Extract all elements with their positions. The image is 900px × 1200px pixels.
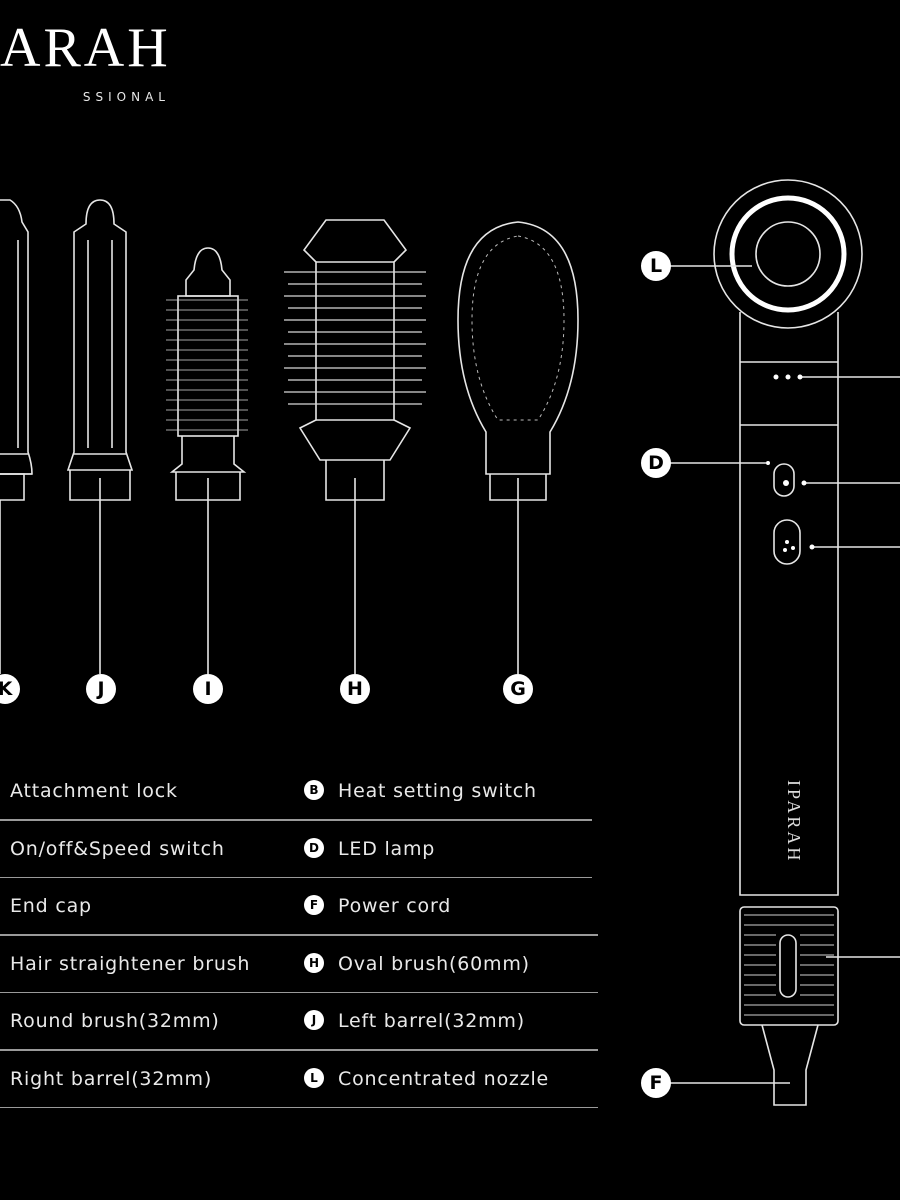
callout-k: K xyxy=(0,674,20,704)
legend-label-f: Power cord xyxy=(338,895,452,917)
legend-badge-f: F xyxy=(304,895,324,915)
legend-badge-h: H xyxy=(304,952,324,973)
dryer-intake-mesh xyxy=(744,914,834,1016)
callout-j: J xyxy=(86,674,116,704)
straightener-brush-attachment xyxy=(457,221,579,501)
legend-label-g: Hair straightener brush xyxy=(10,952,251,975)
legend-label-i: Round brush(32mm) xyxy=(10,1010,220,1032)
legend-label-a: Attachment lock xyxy=(10,780,178,802)
legend-label-c: On/off&Speed switch xyxy=(10,837,225,860)
legend-label-h: Oval brush(60mm) xyxy=(338,952,530,975)
legend-badge-j: J xyxy=(304,1010,324,1030)
callout-h: H xyxy=(340,674,370,704)
legend-label-e: End cap xyxy=(10,895,92,917)
callout-i: I xyxy=(193,674,223,704)
legend-label-b: Heat setting switch xyxy=(338,780,537,802)
legend-row-divider xyxy=(0,819,592,821)
legend-label-j: Left barrel(32mm) xyxy=(338,1010,525,1032)
legend-badge-l: L xyxy=(304,1067,324,1088)
legend-badge-d: D xyxy=(304,837,324,858)
callout-d: D xyxy=(641,448,671,478)
oval-brush-attachment xyxy=(298,219,412,501)
oval-brush-bristles xyxy=(284,271,426,405)
brand-subtitle: SSIONAL xyxy=(82,90,170,104)
legend-row-divider xyxy=(0,1049,598,1051)
handle-logo: IPARAH xyxy=(784,780,804,864)
legend-row-divider xyxy=(0,876,592,878)
legend-badge-b: B xyxy=(304,780,324,800)
legend-label-d: LED lamp xyxy=(338,837,436,860)
legend-row-divider xyxy=(0,991,598,993)
round-brush-bristles xyxy=(166,299,248,431)
round-brush-attachment xyxy=(169,247,247,501)
callout-l: L xyxy=(641,251,671,281)
dryer-indicator-dots xyxy=(766,374,815,552)
callout-f: F xyxy=(641,1068,671,1098)
callout-g: G xyxy=(503,674,533,704)
dryer-body xyxy=(713,179,863,1106)
right-barrel-attachment xyxy=(0,199,33,501)
legend-label-k: Right barrel(32mm) xyxy=(10,1067,213,1090)
legend-row-divider xyxy=(0,934,598,936)
left-barrel-attachment xyxy=(66,199,134,501)
legend-label-l: Concentrated nozzle xyxy=(338,1067,550,1090)
legend-row-divider xyxy=(0,1106,598,1108)
brand-name: ARAH xyxy=(0,17,171,79)
